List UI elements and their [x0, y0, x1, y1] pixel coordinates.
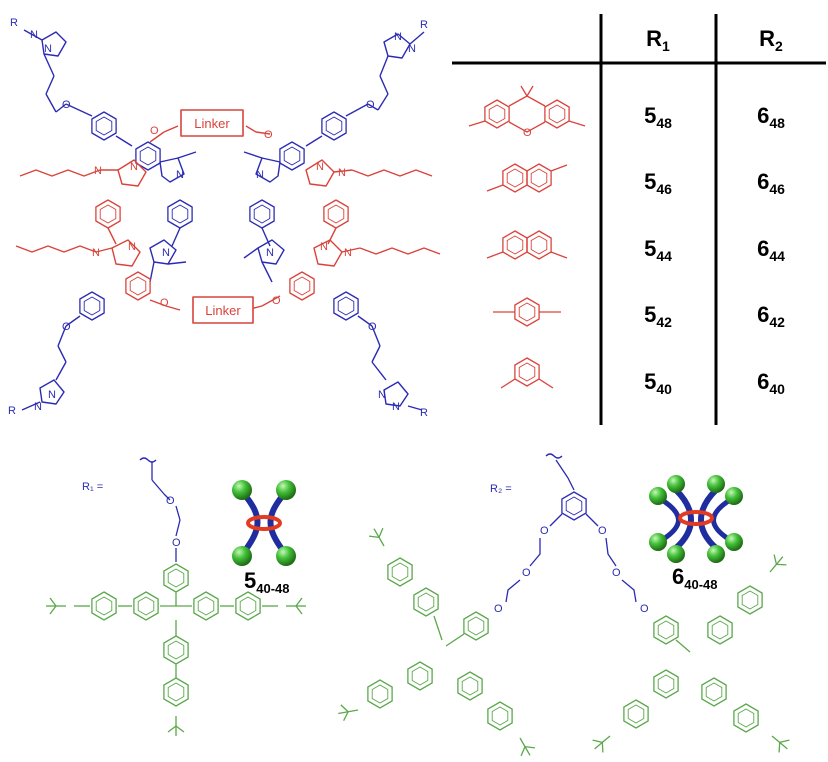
- spacer-naphthalene-27: [486, 230, 568, 260]
- atom-o-8: O: [272, 295, 281, 307]
- atom-n-20: N: [344, 247, 352, 259]
- atom-n-5: N: [34, 401, 42, 413]
- spacer-para-phenylene: [493, 297, 561, 327]
- atom-o-r1-2: O: [172, 537, 181, 549]
- stopper-ball-5-2: [276, 480, 296, 500]
- atom-n-13: N: [94, 165, 102, 177]
- atom-labels: R R R R N N N N N N N N O O O O N N N N …: [8, 17, 428, 419]
- atom-n-4: N: [408, 43, 416, 55]
- atom-o-7: O: [160, 297, 169, 309]
- triazole-top-left: [23, 29, 67, 113]
- cell-5-42: 542: [644, 302, 672, 330]
- r2-linker-chain: O O O O O O: [494, 453, 649, 615]
- blue-frame: [21, 29, 425, 411]
- atom-o-xanthene: O: [523, 127, 532, 139]
- triazole-top-right: [367, 31, 425, 111]
- cell-6-40: 640: [757, 369, 785, 397]
- cell-5-44: 544: [644, 236, 672, 264]
- stopper-ball-6-4: [725, 487, 743, 505]
- stopper-ball-6-2: [707, 475, 725, 493]
- cartoon-6: 640-48: [649, 475, 743, 592]
- ring-6: [678, 510, 714, 526]
- stopper-ball-5-3: [232, 546, 252, 566]
- atom-n-18: N: [338, 167, 346, 179]
- ring-5: [246, 515, 282, 531]
- r1-stopper: R₁ = O O: [45, 457, 307, 737]
- substituent-table: R1 R2 O: [452, 14, 826, 425]
- stopper-ball-5-1: [232, 480, 252, 500]
- cell-6-42: 642: [757, 302, 785, 330]
- atom-o-6: O: [264, 129, 273, 141]
- atom-o-r1-1: O: [166, 495, 175, 507]
- atom-r-top-left: R: [10, 17, 18, 29]
- stopper-ball-6-6: [725, 533, 743, 551]
- atom-n-1: N: [30, 29, 38, 41]
- atom-n-16: N: [128, 241, 136, 253]
- cartoon-5: 540-48: [232, 480, 296, 596]
- stopper-ball-6-5: [649, 533, 667, 551]
- atom-n-7: N: [378, 389, 386, 401]
- cell-5-40: 540: [644, 369, 672, 397]
- atom-o-r2-6: O: [640, 603, 649, 615]
- table-rows: 548 648 546 646 544 644 542 642 540 640: [644, 103, 785, 397]
- cell-6-46: 646: [757, 169, 785, 197]
- atom-n-9: N: [176, 169, 184, 181]
- red-frame: [15, 125, 441, 311]
- atom-o-r2-4: O: [494, 603, 503, 615]
- atom-r-bottom-left: R: [8, 405, 16, 417]
- atom-n-15: N: [92, 247, 100, 259]
- table-header-r2: R2: [759, 26, 783, 54]
- atom-n-10: N: [162, 247, 170, 259]
- r2-tetraarylmethane-right: [588, 550, 794, 756]
- spacer-naphthalene-26: [486, 163, 568, 193]
- cell-5-48: 548: [644, 103, 672, 131]
- compound-6-label: 640-48: [672, 564, 718, 592]
- atom-o-5: O: [150, 125, 159, 137]
- stopper-ball-5-4: [276, 546, 296, 566]
- atom-o-2: O: [366, 99, 375, 111]
- atom-o-r2-3: O: [522, 567, 531, 579]
- stopper-ball-6-8: [707, 545, 725, 563]
- atom-r-bottom-right: R: [420, 407, 428, 419]
- atom-n-8: N: [392, 401, 400, 413]
- atom-n-11: N: [256, 169, 264, 181]
- r1-tetraarylmethane: [45, 563, 307, 737]
- atom-o-3: O: [62, 321, 71, 333]
- atom-n-12: N: [266, 247, 274, 259]
- atom-o-r2-2: O: [598, 525, 607, 537]
- atom-n-14: N: [130, 161, 138, 173]
- spacer-meta-phenylene: [500, 357, 554, 389]
- atom-n-17: N: [316, 161, 324, 173]
- compound-5-label: 540-48: [244, 568, 290, 596]
- r1-label: R₁ =: [82, 481, 103, 493]
- atom-o-r2-1: O: [540, 525, 549, 537]
- r2-tetraarylmethane-left: [336, 524, 538, 760]
- stopper-ball-6-3: [649, 487, 667, 505]
- linker-label-bottom: Linker: [205, 303, 241, 318]
- stopper-ball-6-7: [667, 545, 685, 563]
- table-header-r1: R1: [646, 26, 670, 54]
- atom-r-top-right: R: [420, 19, 428, 31]
- atom-o-4: O: [368, 321, 377, 333]
- atom-n-3: N: [394, 31, 402, 43]
- atom-n-2: N: [44, 43, 52, 55]
- cell-6-48: 648: [757, 103, 785, 131]
- macrocycle-dimer: Linker Linker R R R R N N N N N N N N O …: [8, 17, 441, 419]
- linker-box-top: Linker: [180, 109, 244, 137]
- spacer-xanthene: O: [468, 85, 586, 139]
- atom-o-1: O: [62, 99, 71, 111]
- r2-stopper: R₂ = O O O O O O: [336, 453, 794, 760]
- linker-box-bottom: Linker: [192, 296, 254, 324]
- cell-6-44: 644: [757, 236, 785, 264]
- r1-linker-chain: O O: [139, 457, 181, 562]
- linker-label-top: Linker: [194, 116, 230, 131]
- atom-o-r2-5: O: [612, 567, 621, 579]
- atom-n-19: N: [320, 241, 328, 253]
- r2-label: R₂ =: [490, 483, 512, 495]
- atom-n-6: N: [48, 389, 56, 401]
- cell-5-46: 546: [644, 169, 672, 197]
- stopper-ball-6-1: [667, 475, 685, 493]
